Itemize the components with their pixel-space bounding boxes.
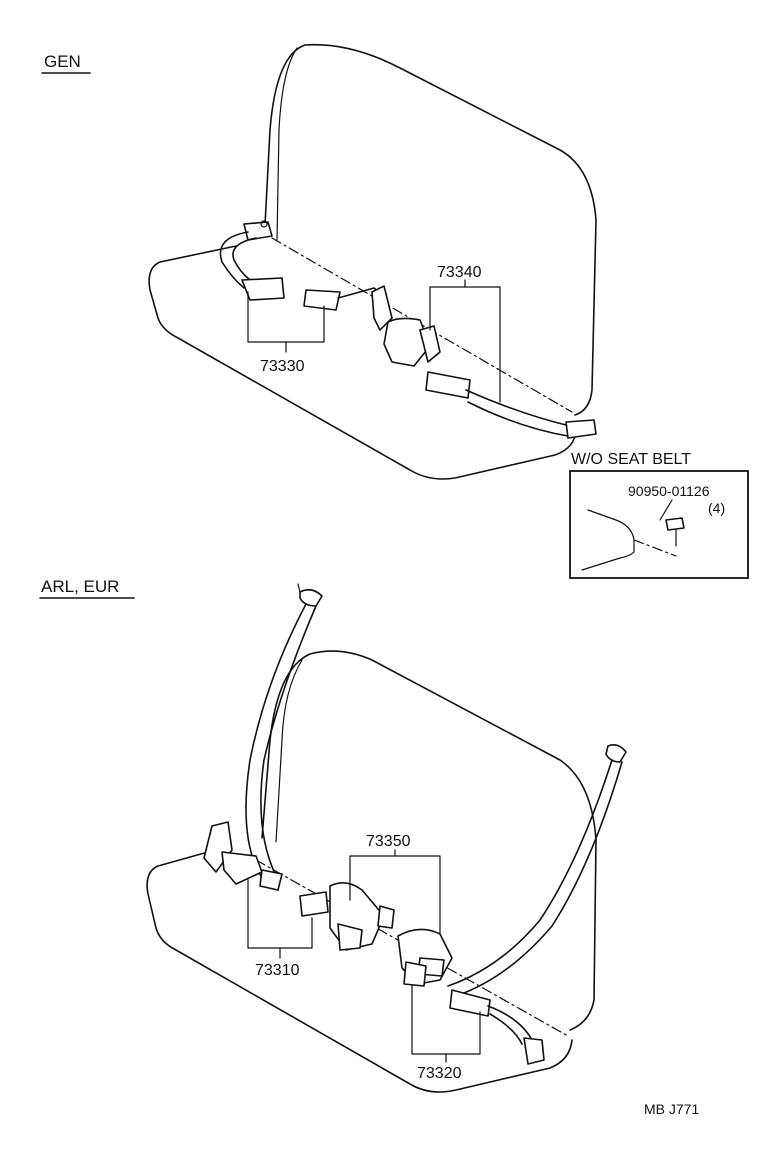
gen-section: GEN [41,43,597,480]
arl-seam-line [255,859,569,1037]
callout-73320: 73320 [417,1065,462,1082]
inset-dash-line [633,539,677,557]
arl-seat-cushion [146,851,573,1093]
inset-wo-seat-belt: W/O SEAT BELT 90950-01126 (4) [569,451,749,579]
arl-eur-section: ARL, EUR [39,577,627,1093]
arl-belt-73350 [299,882,453,987]
gen-belt-73340 [425,371,597,439]
arl-seat-back [261,650,597,1031]
arl-belt-73320 [447,744,627,1065]
callout-73350: 73350 [366,833,411,850]
gen-seat-back [264,43,597,416]
arl-eur-label: ARL, EUR [41,577,119,596]
gen-seat-back-edge [276,47,298,241]
inset-title: W/O SEAT BELT [571,451,691,468]
gen-label: GEN [44,52,81,71]
arl-belt-73310 [203,583,323,891]
inset-frame [569,470,749,579]
callout-73340: 73340 [437,264,482,281]
inset-part-number: 90950-01126 [628,483,710,499]
gen-seat-cushion [148,245,577,480]
gen-buckle-center [303,285,441,367]
diagram-code: MB J771 [644,1101,699,1117]
callout-73310: 73310 [255,962,300,979]
arl-seat-back-edge [275,659,303,843]
inset-quantity: (4) [708,500,725,516]
inset-leader [659,499,673,521]
inset-seat-edge [581,509,635,571]
clip-icon [665,517,685,547]
callout-73330: 73330 [260,358,305,375]
gen-belt-73330 [219,220,285,301]
